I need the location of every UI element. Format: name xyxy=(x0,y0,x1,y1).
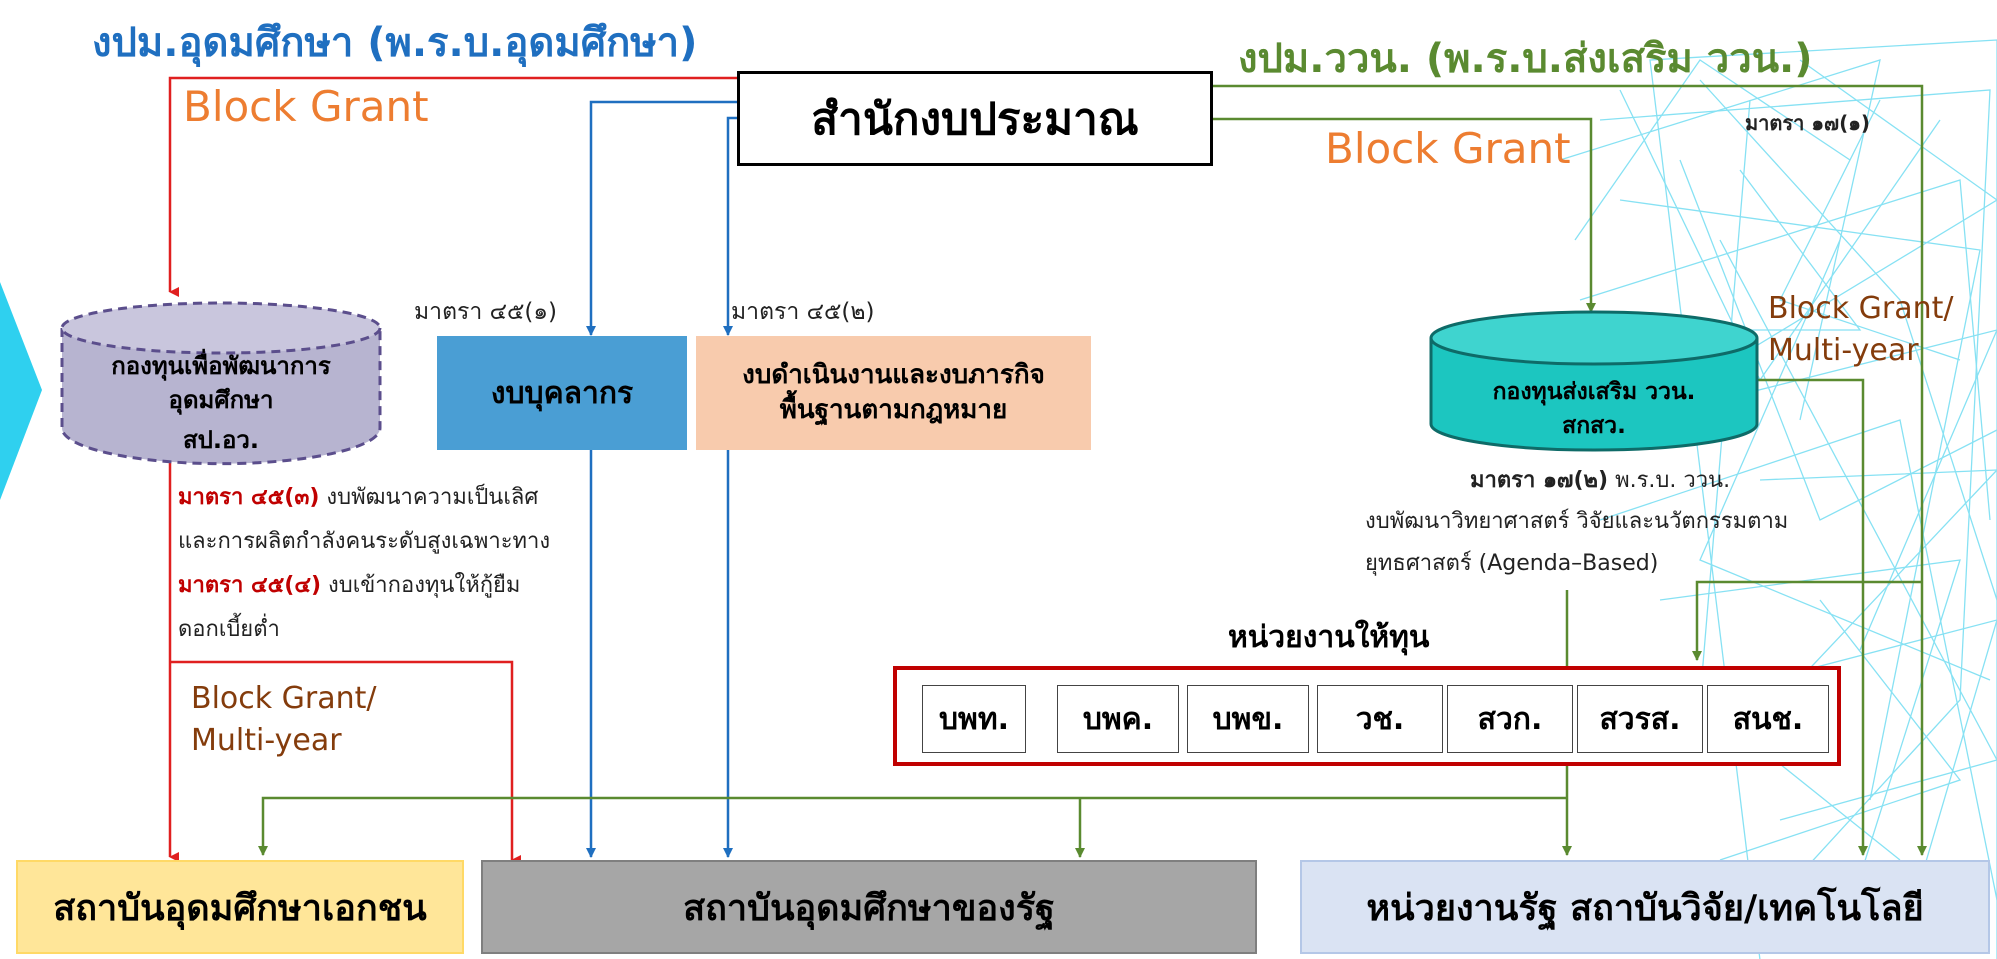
multiyear-grant-left-line1: Block Grant/ xyxy=(191,681,377,716)
he-fund-agency: สป.อว. xyxy=(182,426,259,454)
section-45-2-label: มาตรา ๔๕(๒) xyxy=(731,299,875,325)
he-fund-cylinder xyxy=(60,301,382,466)
section-17-2-text: พ.ร.บ. ววน. xyxy=(1608,468,1731,493)
section-45-3-label: มาตรา ๔๕(๓) xyxy=(178,485,320,510)
section-17-2-line3: ยุทธศาสตร์ (Agenda–Based) xyxy=(1365,551,1659,576)
funding-agency-bpk: บพค. xyxy=(1057,685,1179,753)
funding-agencies-frame: บพท. บพค. บพข. วช. สวก. สวรส. สนช. xyxy=(893,666,1841,766)
section-45-3-text: งบพัฒนาความเป็นเลิศ xyxy=(319,485,539,510)
section-17-2-line1: มาตรา ๑๗(๒) พ.ร.บ. ววน. xyxy=(1470,462,1730,497)
multiyear-grant-left-label: Block Grant/ Multi-year xyxy=(191,678,377,762)
personnel-budget-box: งบบุคลากร xyxy=(437,336,687,450)
red-connectors xyxy=(168,76,737,865)
multiyear-grant-right-label: Block Grant/ Multi-year xyxy=(1768,288,1954,372)
funding-agency-nia: สนช. xyxy=(1707,685,1829,753)
he-fund-label: กองทุนเพื่อพัฒนาการ อุดมศึกษา xyxy=(62,350,380,417)
multiyear-grant-right-line2: Multi-year xyxy=(1768,333,1919,368)
section-45-3-line2: และการผลิตกำลังคนระดับสูงเฉพาะทาง xyxy=(178,529,551,554)
funding-agencies-title: หน่วยงานให้ทุน xyxy=(1228,620,1430,655)
section-17-2-label: มาตรา ๑๗(๒) xyxy=(1470,468,1609,493)
funding-agency-nrct: วช. xyxy=(1317,685,1443,753)
he-fund-line1: กองทุนเพื่อพัฒนาการ xyxy=(111,352,331,380)
left-chevron-shape xyxy=(0,282,42,500)
funding-agency-arda: สวก. xyxy=(1447,685,1573,753)
section-45-4-text: งบเข้ากองทุนให้กู้ยืม xyxy=(321,573,521,598)
operating-budget-box: งบดำเนินงานและงบภารกิจ พื้นฐานตามกฎหมาย xyxy=(696,336,1091,450)
he-budget-title: งปม.อุดมศึกษา (พ.ร.บ.อุดมศึกษา) xyxy=(92,20,698,66)
block-grant-right-label: Block Grant xyxy=(1325,124,1571,173)
section-45-4-label: มาตรา ๔๕(๔) xyxy=(178,573,322,598)
decorative-mesh xyxy=(1559,39,1997,959)
ri-budget-title: งปม.ววน. (พ.ร.บ.ส่งเสริม ววน.) xyxy=(1238,36,1813,82)
funding-agency-hsri: สวรส. xyxy=(1577,685,1703,753)
section-17-1-label: มาตรา ๑๗(๑) xyxy=(1745,111,1871,135)
he-fund-line2: อุดมศึกษา xyxy=(168,385,274,414)
multiyear-grant-left-line2: Multi-year xyxy=(191,723,342,758)
government-research-box: หน่วยงานรัฐ สถาบันวิจัย/เทคโนโลยี xyxy=(1300,860,1990,954)
section-45-notes: มาตรา ๔๕(๓) งบพัฒนาความเป็นเลิศ และการผล… xyxy=(178,476,550,652)
ri-fund-cylinder xyxy=(1429,310,1759,452)
section-45-1-label: มาตรา ๔๕(๑) xyxy=(414,299,557,325)
public-universities-box: สถาบันอุดมศึกษาของรัฐ xyxy=(481,860,1257,954)
private-universities-box: สถาบันอุดมศึกษาเอกชน xyxy=(16,860,464,954)
operating-budget-line2: พื้นฐานตามกฎหมาย xyxy=(779,395,1008,425)
operating-budget-line1: งบดำเนินงานและงบภารกิจ xyxy=(742,359,1045,390)
multiyear-grant-right-line1: Block Grant/ xyxy=(1768,291,1954,326)
budget-bureau-box: สำนักงบประมาณ xyxy=(737,71,1213,166)
section-45-4-line2: ดอกเบี้ยต่ำ xyxy=(178,617,280,642)
ri-fund-line1: กองทุนส่งเสริม ววน. xyxy=(1492,379,1696,405)
section-17-2-line2: งบพัฒนาวิทยาศาสตร์ วิจัยและนวัตกรรมตาม xyxy=(1365,509,1789,534)
blue-connectors xyxy=(586,100,745,858)
funding-agency-bpx: บพข. xyxy=(1187,685,1309,753)
ri-fund-agency: สกสว. xyxy=(1562,413,1626,439)
block-grant-left-label: Block Grant xyxy=(183,82,429,131)
green-connectors xyxy=(258,84,1927,858)
funding-agency-bpt: บพท. xyxy=(922,685,1026,753)
